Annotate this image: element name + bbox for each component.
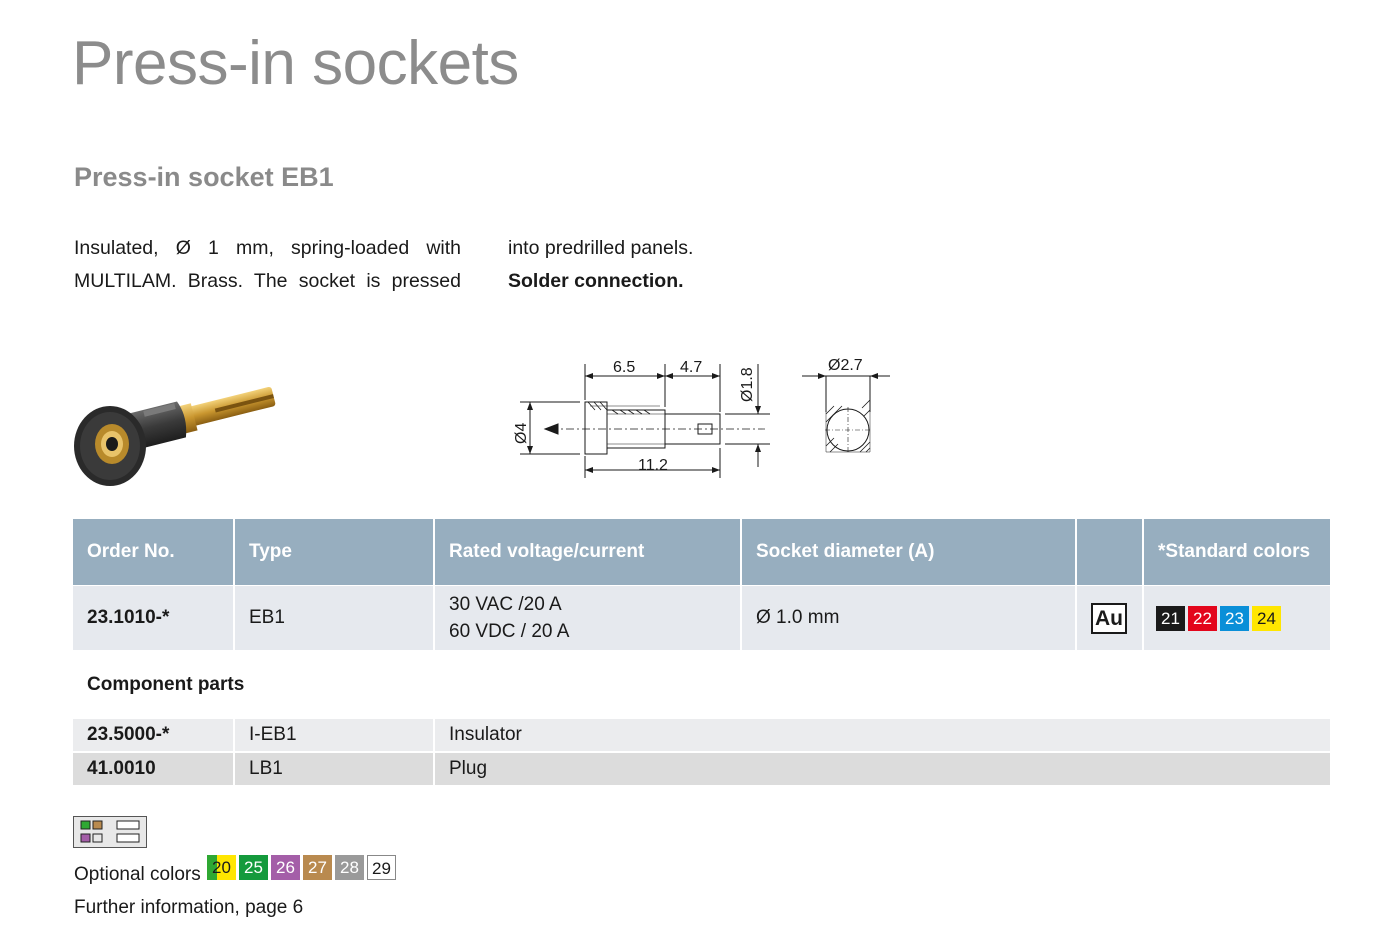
order-number: 41.0010: [73, 753, 235, 785]
column-header: [1077, 519, 1144, 585]
dimension-drawing: 6.5 4.7 11.2 Ø2.7 Ø1.8 Ø4: [513, 357, 890, 478]
voltage-dc: 60 VDC / 20 A: [449, 621, 570, 642]
table-row: 23.1010-* EB1 30 VAC /20 A 60 VDC / 20 A…: [73, 586, 1330, 650]
socket-photo: [74, 386, 276, 486]
order-number: 23.5000-*: [73, 719, 235, 751]
color-swatch: 22: [1188, 605, 1217, 631]
column-header: *Standard colors: [1144, 519, 1330, 585]
voltage-cell: 30 VAC /20 A 60 VDC / 20 A: [435, 586, 742, 650]
standard-colors-cell: 21 22 23 24: [1144, 586, 1330, 650]
dim-label: Ø4: [513, 423, 530, 444]
component-parts-heading: Component parts: [87, 674, 245, 695]
optional-colors-swatches: 20 25 26 27 28 29: [207, 855, 399, 880]
column-header: Order No.: [73, 519, 235, 585]
color-swatch: 28: [335, 855, 364, 880]
color-swatch: 26: [271, 855, 300, 880]
plating-cell: Au: [1077, 586, 1144, 650]
type-cell: LB1: [235, 753, 435, 785]
dim-label: 11.2: [638, 457, 668, 474]
optional-colors-label: Optional colors: [74, 864, 201, 885]
color-swatch: 25: [239, 855, 268, 880]
color-swatch: 29: [367, 855, 396, 880]
column-header: Rated voltage/current: [435, 519, 742, 585]
color-swatch: 20: [207, 855, 236, 880]
table-row: 41.0010 LB1 Plug: [73, 753, 1330, 785]
dim-label: 4.7: [680, 359, 702, 376]
description-left: Insulated, Ø 1 mm, spring-loaded with MU…: [74, 232, 461, 298]
description-line: Insulated, Ø 1 mm, spring-loaded with: [74, 237, 461, 259]
voltage-ac: 30 VAC /20 A: [449, 594, 562, 615]
description-cell: Insulator: [435, 719, 1330, 751]
further-information-note: Further information, page 6: [74, 897, 304, 918]
table-header-row: Order No. Type Rated voltage/current Soc…: [73, 519, 1330, 585]
color-swatch: 27: [303, 855, 332, 880]
dim-label: Ø2.7: [828, 357, 863, 374]
page-title: Press-in sockets: [72, 29, 519, 98]
color-swatch: 21: [1156, 605, 1185, 631]
dim-label: 6.5: [613, 359, 635, 376]
type-cell: EB1: [235, 586, 435, 650]
gold-plating-badge: Au: [1091, 602, 1127, 634]
order-number: 23.1010-*: [73, 586, 235, 650]
description-cell: Plug: [435, 753, 1330, 785]
column-header: Socket diameter (A): [742, 519, 1077, 585]
color-legend-icon: [73, 816, 147, 848]
color-swatch: 24: [1252, 605, 1281, 631]
table-row: 23.5000-* I-EB1 Insulator: [73, 719, 1330, 751]
solder-connection-note: Solder connection.: [508, 270, 684, 292]
column-header: Type: [235, 519, 435, 585]
description-line: into predrilled panels.: [508, 237, 694, 259]
diameter-cell: Ø 1.0 mm: [742, 586, 1077, 650]
description-right: into predrilled panels. Solder connectio…: [508, 232, 768, 298]
description-line: MULTILAM. Brass. The socket is pressed: [74, 270, 461, 292]
section-title: Press-in socket EB1: [74, 162, 334, 192]
type-cell: I-EB1: [235, 719, 435, 751]
color-swatch: 23: [1220, 605, 1249, 631]
dim-label: Ø1.8: [739, 367, 756, 402]
